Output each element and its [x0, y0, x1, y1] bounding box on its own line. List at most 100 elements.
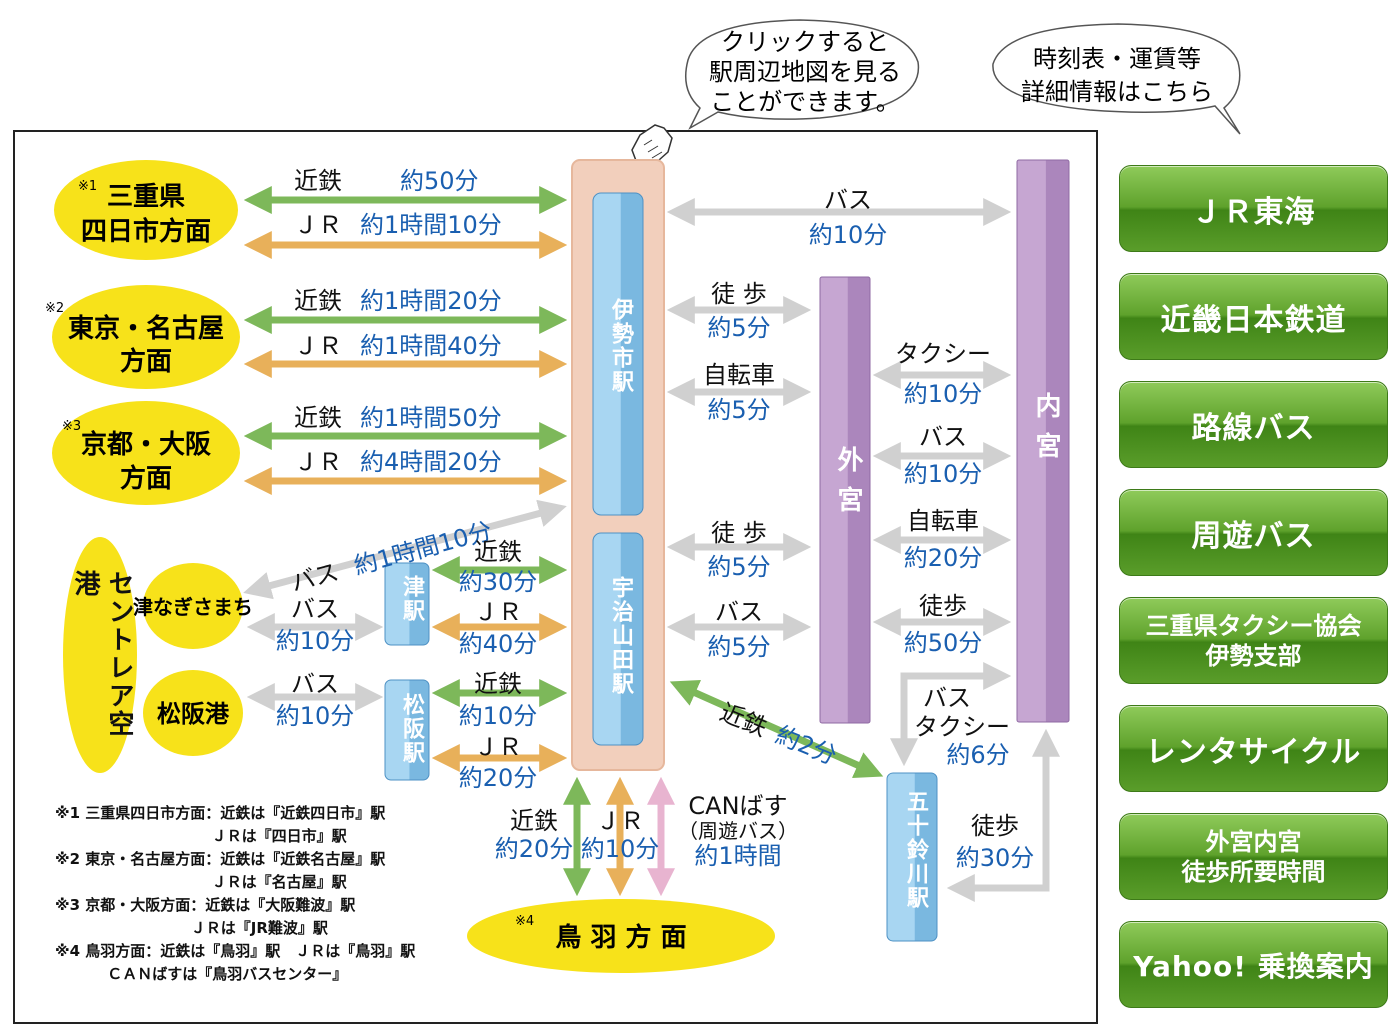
label-mode: ＪＲ: [474, 733, 522, 761]
label-mode: ＪＲ: [294, 332, 342, 360]
station-matsusaka[interactable]: [384, 679, 430, 781]
label-mode: ＪＲ: [474, 598, 522, 626]
label-time: 約10分: [459, 702, 538, 730]
svg-text:※2: ※2: [45, 301, 64, 316]
label-time: 約30分: [956, 844, 1035, 872]
label-time: 約20分: [495, 835, 574, 863]
label-time: 約1時間: [694, 842, 781, 870]
kintetsu-button[interactable]: 近畿日本鉄道: [1119, 273, 1388, 360]
button-label: レンタサイクル: [1145, 734, 1362, 770]
shrine-naiku-label: 内宮: [1031, 392, 1061, 472]
yahoo-transit-button[interactable]: Yahoo! 乗換案内: [1119, 921, 1388, 1008]
svg-text:方面: 方面: [120, 463, 172, 494]
label-time: 約30分: [459, 568, 538, 596]
label-mode: ＪＲ: [294, 448, 342, 476]
label-time: 約5分: [707, 633, 770, 661]
button-label-line: 伊勢支部: [1205, 641, 1302, 670]
label-mode: 近鉄: [510, 807, 558, 835]
callout-timetable: 時刻表・運賃等 詳細情報はこちら: [992, 23, 1241, 135]
label-time: 約10分: [276, 702, 355, 730]
dest-toba[interactable]: ※4 鳥 羽 方 面: [467, 899, 775, 973]
callout-click-line1: クリックすると: [721, 28, 889, 56]
label-time: 約1時間40分: [360, 332, 502, 360]
rent-a-cycle-button[interactable]: レンタサイクル: [1119, 705, 1388, 792]
svg-text:松阪港: 松阪港: [157, 700, 230, 728]
label-mode-sub: （周遊バス）: [678, 819, 798, 843]
button-label-line: 外宮内宮: [1205, 827, 1302, 856]
taxi-association-button[interactable]: 三重県タクシー協会伊勢支部: [1119, 597, 1388, 684]
label-mode: 近鉄: [294, 167, 342, 195]
button-label: ＪＲ東海: [1191, 194, 1316, 230]
dest-kyoto-osaka[interactable]: ※3 京都・大阪 方面: [52, 401, 240, 505]
label-mode: 自転車: [907, 507, 979, 535]
station-ujiyamada[interactable]: [592, 532, 644, 746]
station-isuzugawa-label: 五十鈴川駅: [903, 790, 928, 910]
label-time: 約20分: [904, 544, 983, 572]
label-mode: 近鉄: [716, 698, 771, 742]
label-mode: 徒歩: [971, 812, 1019, 840]
button-label: Yahoo! 乗換案内: [1133, 949, 1374, 983]
label-time: 約4時間20分: [360, 448, 502, 476]
shrine-naiku[interactable]: [1016, 159, 1070, 723]
label-mode: バス: [923, 684, 971, 712]
callout-click-map: クリックすると 駅周辺地図を見る ことができます。: [685, 19, 920, 130]
svg-text:※1: ※1: [78, 179, 97, 194]
label-time: 約10分: [581, 835, 660, 863]
loop-bus-button[interactable]: 周遊バス: [1119, 489, 1388, 576]
route-bus-button[interactable]: 路線バス: [1119, 381, 1388, 468]
dest-matsusaka-port[interactable]: 松阪港: [143, 670, 243, 756]
label-mode: CANばす: [688, 792, 787, 820]
dest-tokyo-nagoya[interactable]: ※2 東京・名古屋 方面: [45, 285, 240, 389]
dest-tsu-nagisamachi[interactable]: 津なぎさまち: [133, 563, 253, 649]
station-matsusaka-label: 松阪駅: [399, 693, 424, 765]
label-time: 約10分: [276, 627, 355, 655]
button-label: 路線バス: [1191, 410, 1316, 446]
label-time: 約10分: [809, 221, 888, 249]
label-mode: バス: [291, 670, 339, 698]
footnote-line: ※2 東京・名古屋方面：近鉄は『近鉄名古屋』駅: [55, 850, 386, 868]
label-time: 約20分: [459, 764, 538, 792]
station-iseshi[interactable]: [592, 192, 644, 516]
label-mode: バス: [291, 595, 339, 623]
callout-timetable-line2: 詳細情報はこちら: [1021, 78, 1213, 106]
footnotes: ※1 三重県四日市方面：近鉄は『近鉄四日市』駅 ＪＲは『四日市』駅 ※2 東京・…: [55, 802, 455, 986]
station-isuzugawa[interactable]: [886, 772, 938, 942]
shrine-geku-label: 外宮: [833, 446, 863, 526]
svg-text:京都・大阪: 京都・大阪: [81, 429, 211, 460]
label-time: 約5分: [707, 314, 770, 342]
callout-timetable-line1: 時刻表・運賃等: [1033, 45, 1201, 73]
footnote-line: ＪＲは『JR難波』駅: [55, 919, 328, 937]
svg-text:三重県: 三重県: [107, 182, 185, 212]
station-iseshi-label: 伊勢市駅: [608, 298, 633, 394]
label-time: 約1時間20分: [360, 287, 502, 315]
dest-centrair[interactable]: [63, 537, 137, 773]
label-time: 約5分: [707, 553, 770, 581]
label-mode: バス: [715, 598, 763, 626]
route-labels: 近鉄 約50分 ＪＲ 約1時間10分 近鉄 約1時間20分 ＪＲ 約1時間40分…: [276, 167, 1035, 872]
footnote-line: ＪＲは『四日市』駅: [55, 827, 347, 845]
arrow-isuzugawa-naiku-walk: [946, 728, 1060, 902]
station-tsu-label: 津駅: [399, 575, 424, 623]
jr-tokai-button[interactable]: ＪＲ東海: [1119, 165, 1388, 252]
label-time: 約10分: [904, 380, 983, 408]
svg-text:鳥 羽 方 面: 鳥 羽 方 面: [555, 922, 686, 953]
button-label-line: 徒歩所要時間: [1181, 857, 1326, 886]
label-mode: タクシー: [895, 340, 991, 368]
svg-text:※3: ※3: [62, 419, 81, 434]
dest-centrair-label: セントレア空港: [64, 570, 136, 740]
label-time: 約2分: [771, 721, 840, 771]
svg-text:東京・名古屋: 東京・名古屋: [68, 313, 224, 344]
callout-click-line2: 駅周辺地図を見る: [709, 58, 901, 86]
label-mode: バス: [824, 186, 872, 214]
svg-text:津なぎさまち: 津なぎさまち: [133, 595, 253, 619]
label-time: 約5分: [707, 396, 770, 424]
label-mode: バス: [919, 423, 967, 451]
station-ujiyamada-label: 宇治山田駅: [608, 576, 633, 696]
label-mode: ＪＲ: [294, 211, 342, 239]
dest-yokkaichi[interactable]: ※1 三重県 四日市方面: [54, 160, 238, 260]
button-label: 外宮内宮徒歩所要時間: [1182, 827, 1326, 887]
arrow-centrair-bus: [243, 499, 567, 600]
label-time: 約10分: [904, 460, 983, 488]
walking-time-button[interactable]: 外宮内宮徒歩所要時間: [1119, 813, 1388, 900]
